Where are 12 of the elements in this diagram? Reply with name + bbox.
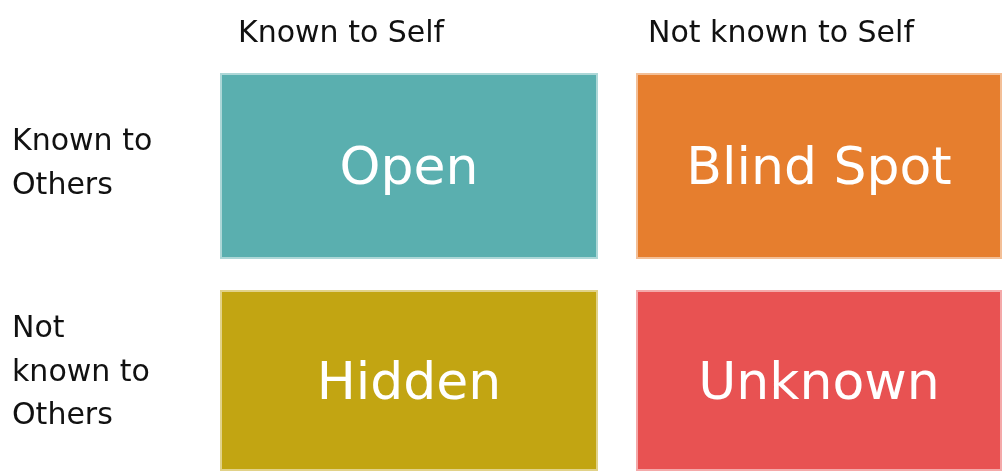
axis-label: Not known to Self — [648, 13, 916, 51]
quadrant-title: Hidden — [316, 350, 502, 411]
quadrant-box — [636, 73, 1002, 259]
quadrant-title: Blind Spot — [686, 136, 952, 196]
quadrant-box — [636, 290, 1002, 471]
quadrant-box — [220, 290, 598, 471]
axis-label: Known to Others — [12, 121, 154, 203]
quadrant-box — [220, 73, 598, 259]
quadrant-title: Open — [339, 136, 479, 196]
quadrant-title: Unknown — [698, 350, 940, 411]
axis-label: Not known to Others — [12, 308, 151, 433]
axis-label: Known to Self — [238, 13, 446, 51]
